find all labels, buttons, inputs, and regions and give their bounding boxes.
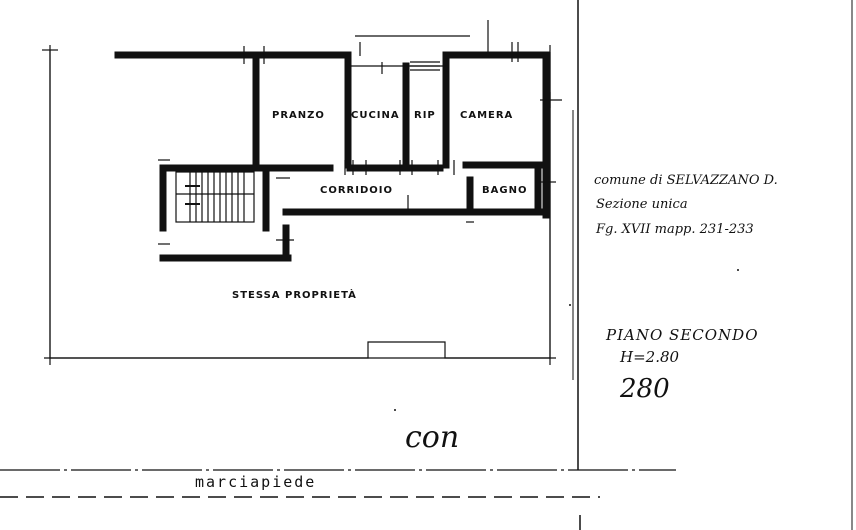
openings [158,20,562,245]
note-piano: PIANO SECONDO [605,326,759,344]
note-foglio: Fg. XVII mapp. 231-233 [595,222,754,237]
label-marciapiede: marciapiede [195,473,316,491]
sheet-frame [572,0,853,530]
note-number: 280 [619,374,670,404]
note-altezza: H=2.80 [619,348,680,366]
note-comune: comune di SELVAZZANO D. [594,173,778,188]
room-label-rip: RIP [414,110,436,121]
label-stessa-proprieta: STESSA PROPRIETÀ [232,288,357,301]
specks [394,269,739,411]
street-lines [0,469,676,498]
room-label-cucina: CUCINA [351,110,400,121]
lot-outline [42,35,556,365]
room-label-corridoio: CORRIDOIO [320,185,393,196]
note-sezione: Sezione unica [596,197,688,212]
room-label-camera: CAMERA [460,110,513,121]
walls [114,51,550,262]
room-label-bagno: BAGNO [482,185,527,196]
staircase [175,171,255,223]
room-label-pranzo: PRANZO [272,110,325,121]
stamp-text: con [405,420,459,455]
